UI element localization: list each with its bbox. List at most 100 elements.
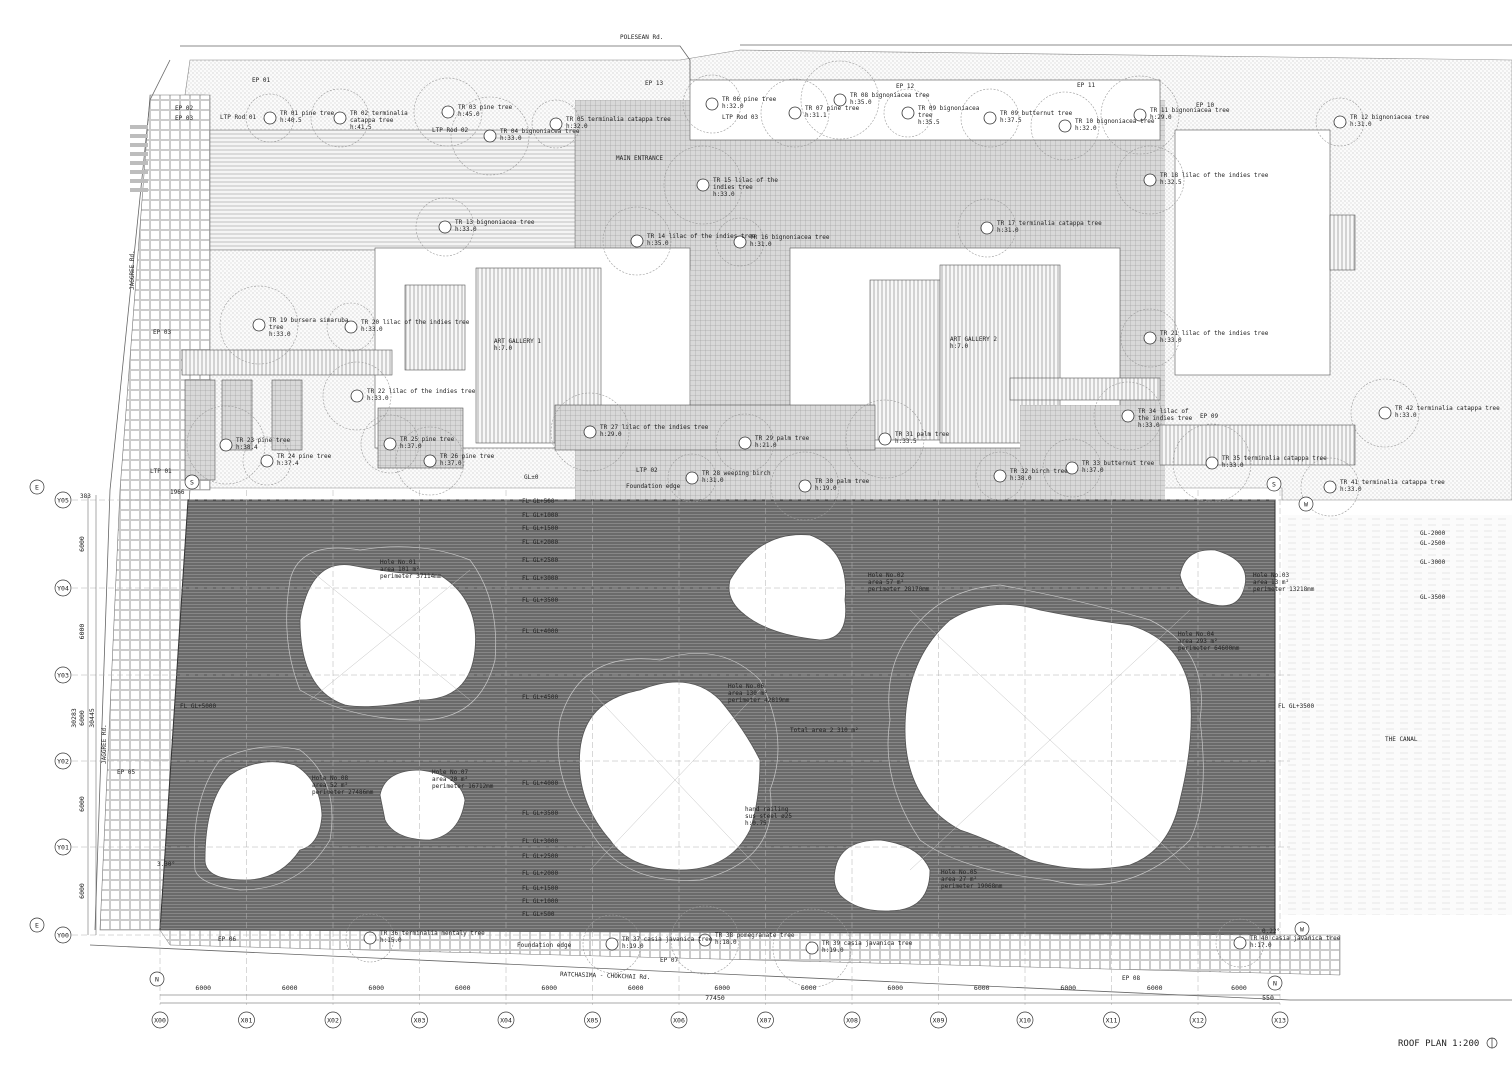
compass-label: S [1272,481,1276,489]
plan-labels: POLESEAN Rd.JAGGREE Rd.JAGGREE Rd.RATCHA… [29,34,1500,991]
tree-canopy [715,217,765,267]
dimension-label: 6000 [801,984,817,992]
tree-canopy [667,453,717,503]
tree-trunk-icon [1143,173,1157,187]
tree-trunk-icon [263,111,277,125]
tree-canopy [1100,75,1180,155]
tree-trunk-icon [252,318,266,332]
tree-canopy [186,405,266,485]
grid-bubble-x [238,1011,255,1029]
road-edge [180,44,1512,80]
foundation-edge-label: Foundation edge [626,483,681,490]
grid-bubble-x [497,1011,515,1029]
floor-level-label: FL GL+2000 [522,539,559,546]
entry-point-label: EP 08 [1122,975,1140,982]
grid-label-x: X06 [673,1017,685,1025]
east-walkway [1159,424,1356,466]
floor-level-label: FL GL+2500 [522,557,559,564]
dimension-label: 6000 [455,984,471,992]
hole-05 [833,839,931,912]
tree-trunk-icon [738,436,752,450]
grid-bubble-y [54,491,72,509]
entry-point-label: EP 07 [660,957,678,964]
floor-level-label: FL GL+500 [522,911,555,918]
grid-axes-x: X006000X016000X026000X036000X046000X0560… [151,490,1289,1029]
dimension-label: 6000 [714,984,730,992]
west-stairs [181,349,393,376]
tree-canopy [957,198,1017,258]
tree-trunk-icon [901,106,915,120]
level-label: GL±0 [524,474,539,481]
grid-bubble-x [151,1011,169,1029]
tree-trunk-icon [1133,108,1147,122]
tree-canopy [960,88,1020,148]
compass-label: N [155,976,159,984]
level-label: FL GL+5000 [180,703,217,710]
dimension-total-label: 30445 [88,708,96,728]
compass-marker-icon [184,474,200,490]
floor-level-label: FL GL+500 [522,498,555,505]
tree-canopy [1030,91,1100,161]
total-width-label: 77450 [705,994,725,1002]
ltp-label: LTP 02 [636,467,658,474]
tree-canopy [531,99,581,149]
hole-07 [379,769,466,841]
tree-trunk-icon [1323,480,1337,494]
tree-canopy [413,77,483,147]
entry-point-label: EP 10 [1196,102,1214,109]
entry-point-label: EP 02 [175,105,193,112]
road-edge [89,944,1512,1001]
tree-canopy [670,905,740,975]
grid-label-y: Y00 [57,932,69,940]
road-name: RATCHASIMA - CHOKCHAI Rd. [560,971,651,981]
tree-canopy [1315,97,1365,147]
dimension-label: 6000 [368,984,384,992]
tree-canopy [1300,457,1360,517]
grid-label-y: Y01 [57,844,69,852]
compass-label: E [35,484,39,492]
tree-canopy [1215,918,1265,968]
compass-label: S [190,479,194,487]
grid-bubble-x [1016,1011,1034,1029]
drawing-title: ROOF PLAN 1:200 [1398,1039,1479,1049]
grid-label-x: X01 [241,1017,253,1025]
west-planter [221,379,253,451]
tree-trunk-icon [705,97,719,111]
grid-label-x: X10 [1019,1017,1031,1025]
contour-lines [193,546,1204,891]
dimension-label: 6000 [78,796,86,812]
tree-canopy [1350,378,1420,448]
road-name: JAGGREE Rd. [129,250,136,290]
tree-trunk-icon [1058,119,1072,133]
tree-canopy [1172,423,1252,503]
entry-point-label: EP 13 [645,80,663,87]
hole-openings [204,534,1247,912]
level-label: GL-3500 [1420,594,1446,601]
grid-bubble-x [1103,1011,1120,1029]
dimension-label: 6000 [541,984,557,992]
compass-marker-icon [29,479,45,495]
tree-canopy [682,74,742,134]
road-name: POLESEAN Rd. [620,34,663,41]
total-area-label: Total area 2 310 m² [790,727,859,734]
